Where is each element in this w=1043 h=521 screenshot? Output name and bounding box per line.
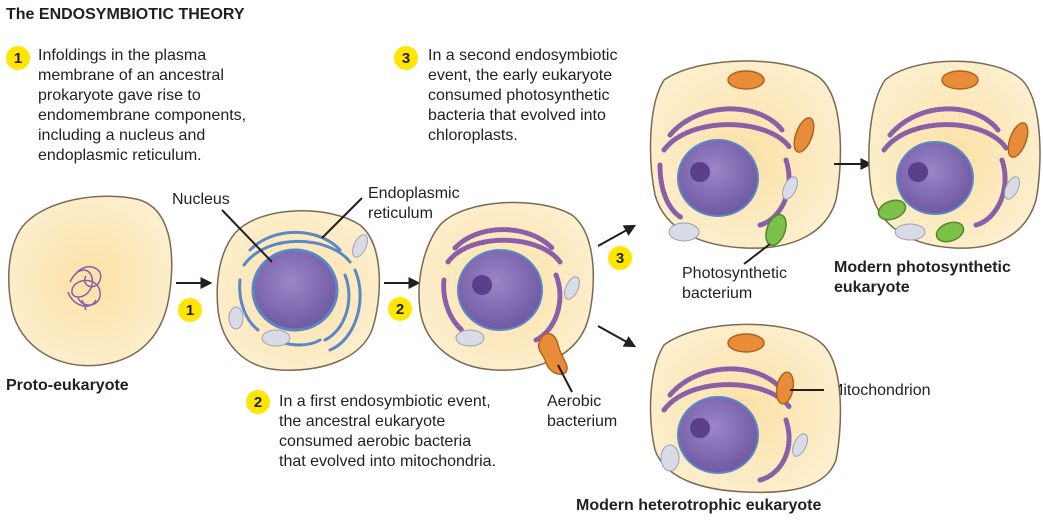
photosynthetic-leader-line	[743, 243, 771, 265]
step-1-text: Infoldings in the plasma membrane of an …	[38, 47, 247, 164]
heterotrophic-eukaryote-caption: Modern heterotrophic eukaryote	[576, 497, 822, 514]
engulfing-photosynthetic-cell	[649, 60, 842, 249]
svg-text:3: 3	[402, 50, 410, 67]
dna-tangle	[67, 266, 102, 311]
proto-eukaryote-caption: Proto-eukaryote	[6, 377, 129, 394]
arrow-1: 1	[176, 277, 213, 322]
svg-text:1: 1	[14, 50, 22, 67]
aerobic-bacterium	[537, 333, 568, 376]
arrow-down	[597, 325, 637, 348]
photosynthetic-eukaryote-caption: Modern photosynthetic eukaryote	[834, 259, 1011, 296]
page-title: The ENDOSYMBIOTIC THEORY	[6, 6, 245, 23]
er-leader-line	[321, 197, 363, 239]
modern-heterotrophic-cell	[649, 323, 842, 494]
step-2-badge: 2	[246, 390, 270, 414]
proto-eukaryote-cell	[8, 195, 173, 367]
photosynthetic-bacterium	[765, 213, 787, 247]
step-1-badge: 1	[6, 46, 30, 70]
arrow-2: 2	[384, 277, 421, 321]
engulfing-cell	[418, 201, 595, 371]
modern-photosynthetic-cell	[868, 60, 1041, 249]
nucleus-label: Nucleus	[172, 191, 230, 208]
nucleus-leader-line	[221, 209, 273, 263]
svg-text:3: 3	[616, 250, 624, 267]
early-eukaryote-cell	[216, 210, 381, 371]
mitochondrion-label: Mitochondrion	[830, 382, 931, 399]
chloroplast-icon	[877, 199, 965, 243]
aerobic-label: Aerobic bacterium	[547, 393, 618, 430]
svg-text:2: 2	[396, 301, 404, 318]
photosynthetic-label: Photosynthetic bacterium	[682, 265, 787, 302]
step-3-text: In a second endosymbiotic event, the ear…	[428, 47, 618, 144]
mitochondrion-icon	[727, 70, 815, 153]
step-3-badge: 3	[394, 46, 418, 70]
svg-text:2: 2	[254, 394, 262, 411]
svg-text:1: 1	[186, 302, 194, 319]
arrow-3: 3	[597, 224, 637, 270]
step-2-text: In a first endosymbiotic event, the ance…	[279, 393, 497, 470]
er-label: Endoplasmic reticulum	[368, 185, 460, 222]
aerobic-leader-line	[557, 364, 573, 393]
